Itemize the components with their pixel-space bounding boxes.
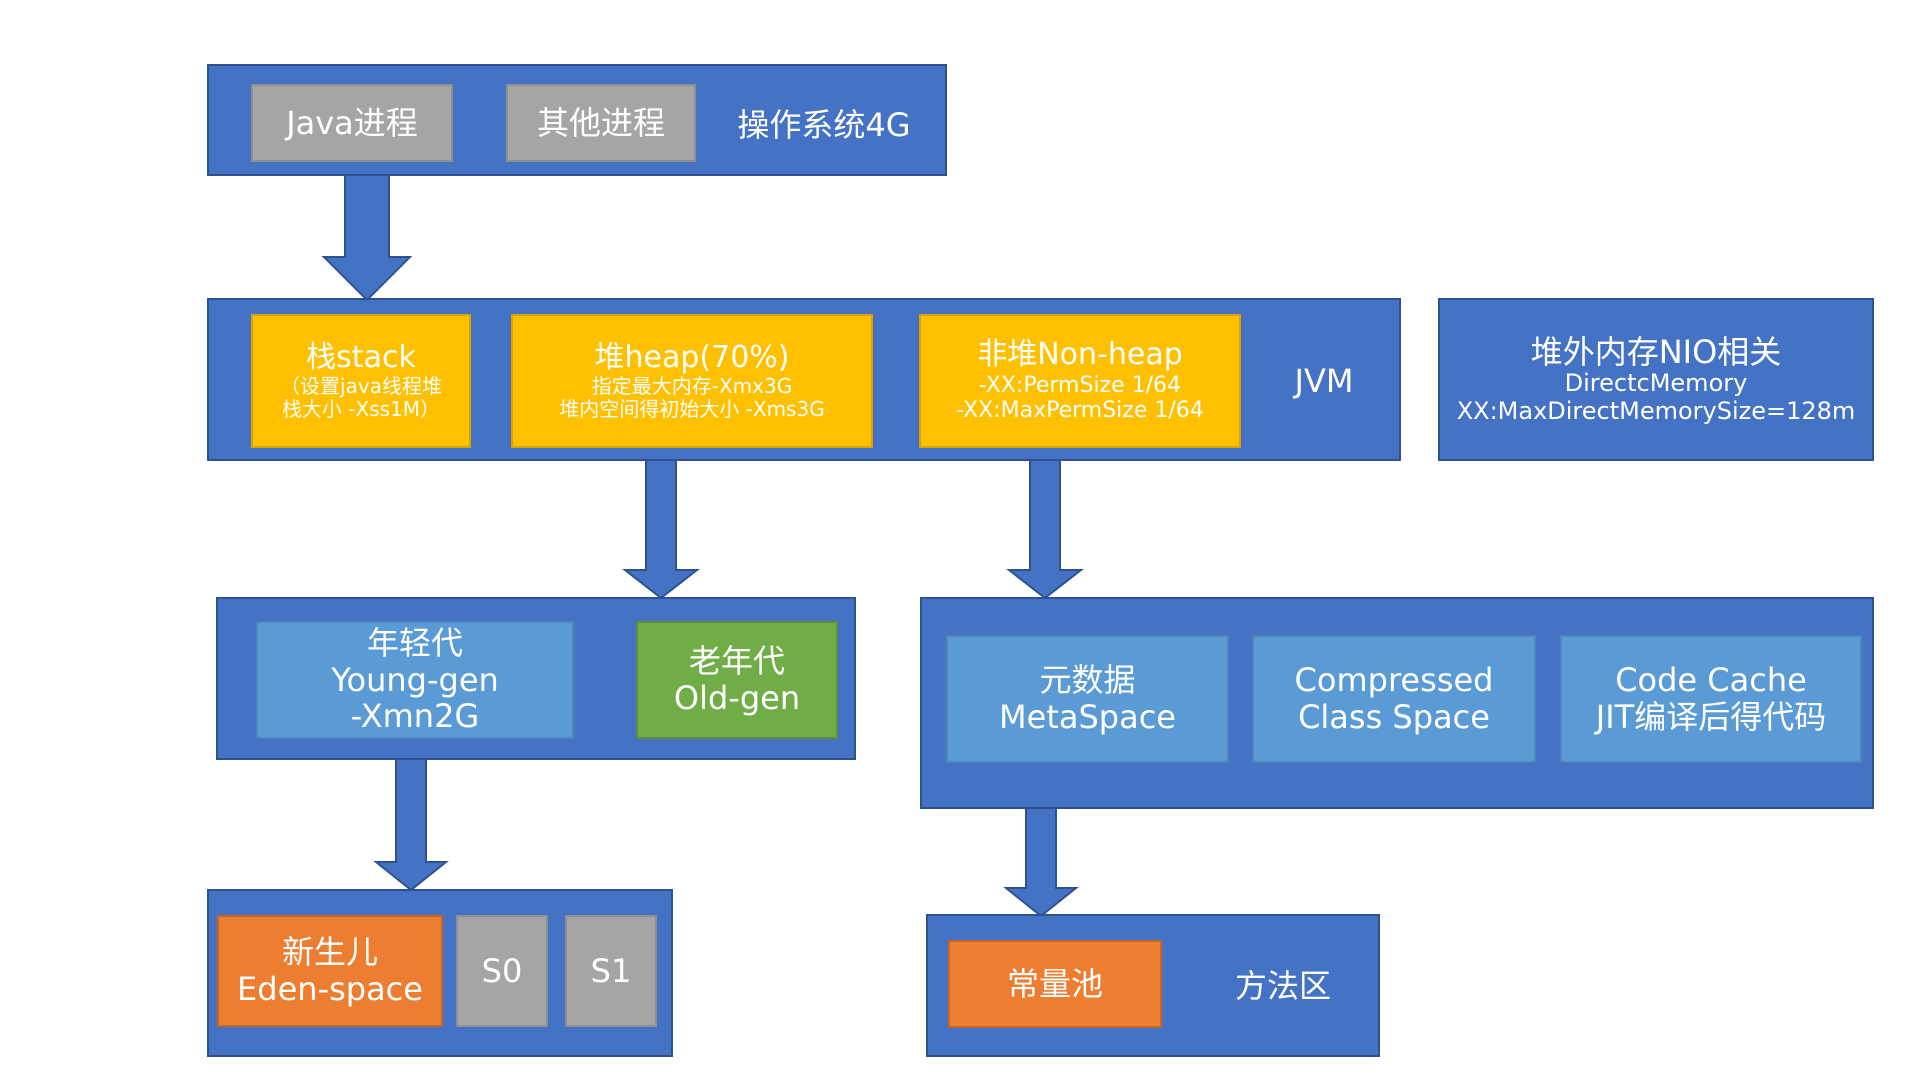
java-process-label: Java进程 <box>286 103 418 142</box>
arrow-nonheap-to-metaspace <box>1006 448 1084 600</box>
other-process-box: 其他进程 <box>506 84 696 162</box>
heap-box: 堆heap(70%) 指定最大内存-Xmx3G 堆内空间得初始大小 -Xms3G <box>511 314 873 448</box>
old-gen-line2: Old-gen <box>673 679 801 717</box>
arrow-os-to-jvm <box>321 162 413 302</box>
nonheap-title: 非堆Non-heap <box>977 337 1183 373</box>
stack-title: 栈stack <box>306 339 416 375</box>
nonheap-line2: -XX:MaxPermSize 1/64 <box>956 398 1204 424</box>
nonheap-detail-container: 元数据 MetaSpace Compressed Class Space Cod… <box>920 597 1874 809</box>
method-area-title: 方法区 <box>1234 967 1331 1005</box>
heap-generations-container: 年轻代 Young-gen -Xmn2G 老年代 Old-gen <box>216 597 856 760</box>
young-gen-line2: Young-gen <box>331 660 499 699</box>
s0-label: S0 <box>481 951 523 990</box>
nonheap-line1: -XX:PermSize 1/64 <box>978 372 1182 398</box>
direct-memory-line2: XX:MaxDirectMemorySize=128m <box>1456 396 1856 425</box>
jvm-title: JVM <box>1294 362 1354 400</box>
code-cache-box: Code Cache JIT编译后得代码 <box>1560 635 1862 763</box>
stack-box: 栈stack （设置java线程堆 栈大小 -Xss1M） <box>251 314 471 448</box>
metaspace-box: 元数据 MetaSpace <box>946 635 1229 763</box>
young-gen-box: 年轻代 Young-gen -Xmn2G <box>256 621 574 739</box>
compressed-class-space-box: Compressed Class Space <box>1252 635 1536 763</box>
code-cache-line1: Code Cache <box>1615 661 1807 700</box>
compressed-line2: Class Space <box>1298 698 1490 736</box>
old-gen-box: 老年代 Old-gen <box>636 621 838 739</box>
s1-label: S1 <box>590 951 632 990</box>
nonheap-box: 非堆Non-heap -XX:PermSize 1/64 -XX:MaxPerm… <box>919 314 1241 448</box>
constant-pool-label: 常量池 <box>1006 964 1103 1003</box>
direct-memory-container: 堆外内存NIO相关 DirectcMemory XX:MaxDirectMemo… <box>1438 298 1874 461</box>
stack-line1: （设置java线程堆 <box>280 374 442 399</box>
os-title: 操作系统4G <box>737 106 911 144</box>
eden-line1: 新生儿 <box>281 933 378 972</box>
arrow-young-to-eden <box>373 742 449 892</box>
heap-line1: 指定最大内存-Xmx3G <box>591 374 793 399</box>
young-detail-container: 新生儿 Eden-space S0 S1 <box>207 889 673 1057</box>
eden-line2: Eden-space <box>237 970 423 1008</box>
arrow-heap-to-generations <box>622 448 700 600</box>
code-cache-line2: JIT编译后得代码 <box>1595 698 1827 736</box>
eden-space-box: 新生儿 Eden-space <box>217 915 443 1027</box>
direct-memory-box: 堆外内存NIO相关 DirectcMemory XX:MaxDirectMemo… <box>1440 300 1872 459</box>
other-process-label: 其他进程 <box>536 103 665 142</box>
old-gen-line1: 老年代 <box>688 642 785 681</box>
arrow-nonheap-to-method-area <box>1003 807 1079 918</box>
direct-memory-line1: DirectcMemory <box>1564 369 1748 398</box>
heap-line2: 堆内空间得初始大小 -Xms3G <box>559 397 825 422</box>
stack-line2: 栈大小 -Xss1M） <box>281 397 441 422</box>
jvm-container: 栈stack （设置java线程堆 栈大小 -Xss1M） 堆heap(70%)… <box>207 298 1401 461</box>
method-area-container: 常量池 方法区 <box>926 914 1380 1057</box>
os-container: Java进程 其他进程 操作系统4G <box>207 64 947 176</box>
s1-box: S1 <box>565 915 657 1027</box>
heap-title: 堆heap(70%) <box>594 339 790 375</box>
compressed-line1: Compressed <box>1294 661 1494 700</box>
java-process-box: Java进程 <box>251 84 453 162</box>
young-gen-line1: 年轻代 <box>366 623 463 662</box>
metaspace-line2: MetaSpace <box>999 698 1176 736</box>
constant-pool-box: 常量池 <box>948 940 1162 1028</box>
metaspace-line1: 元数据 <box>1039 661 1136 700</box>
direct-memory-title: 堆外内存NIO相关 <box>1530 332 1782 371</box>
young-gen-line3: -Xmn2G <box>350 697 480 736</box>
s0-box: S0 <box>456 915 548 1027</box>
